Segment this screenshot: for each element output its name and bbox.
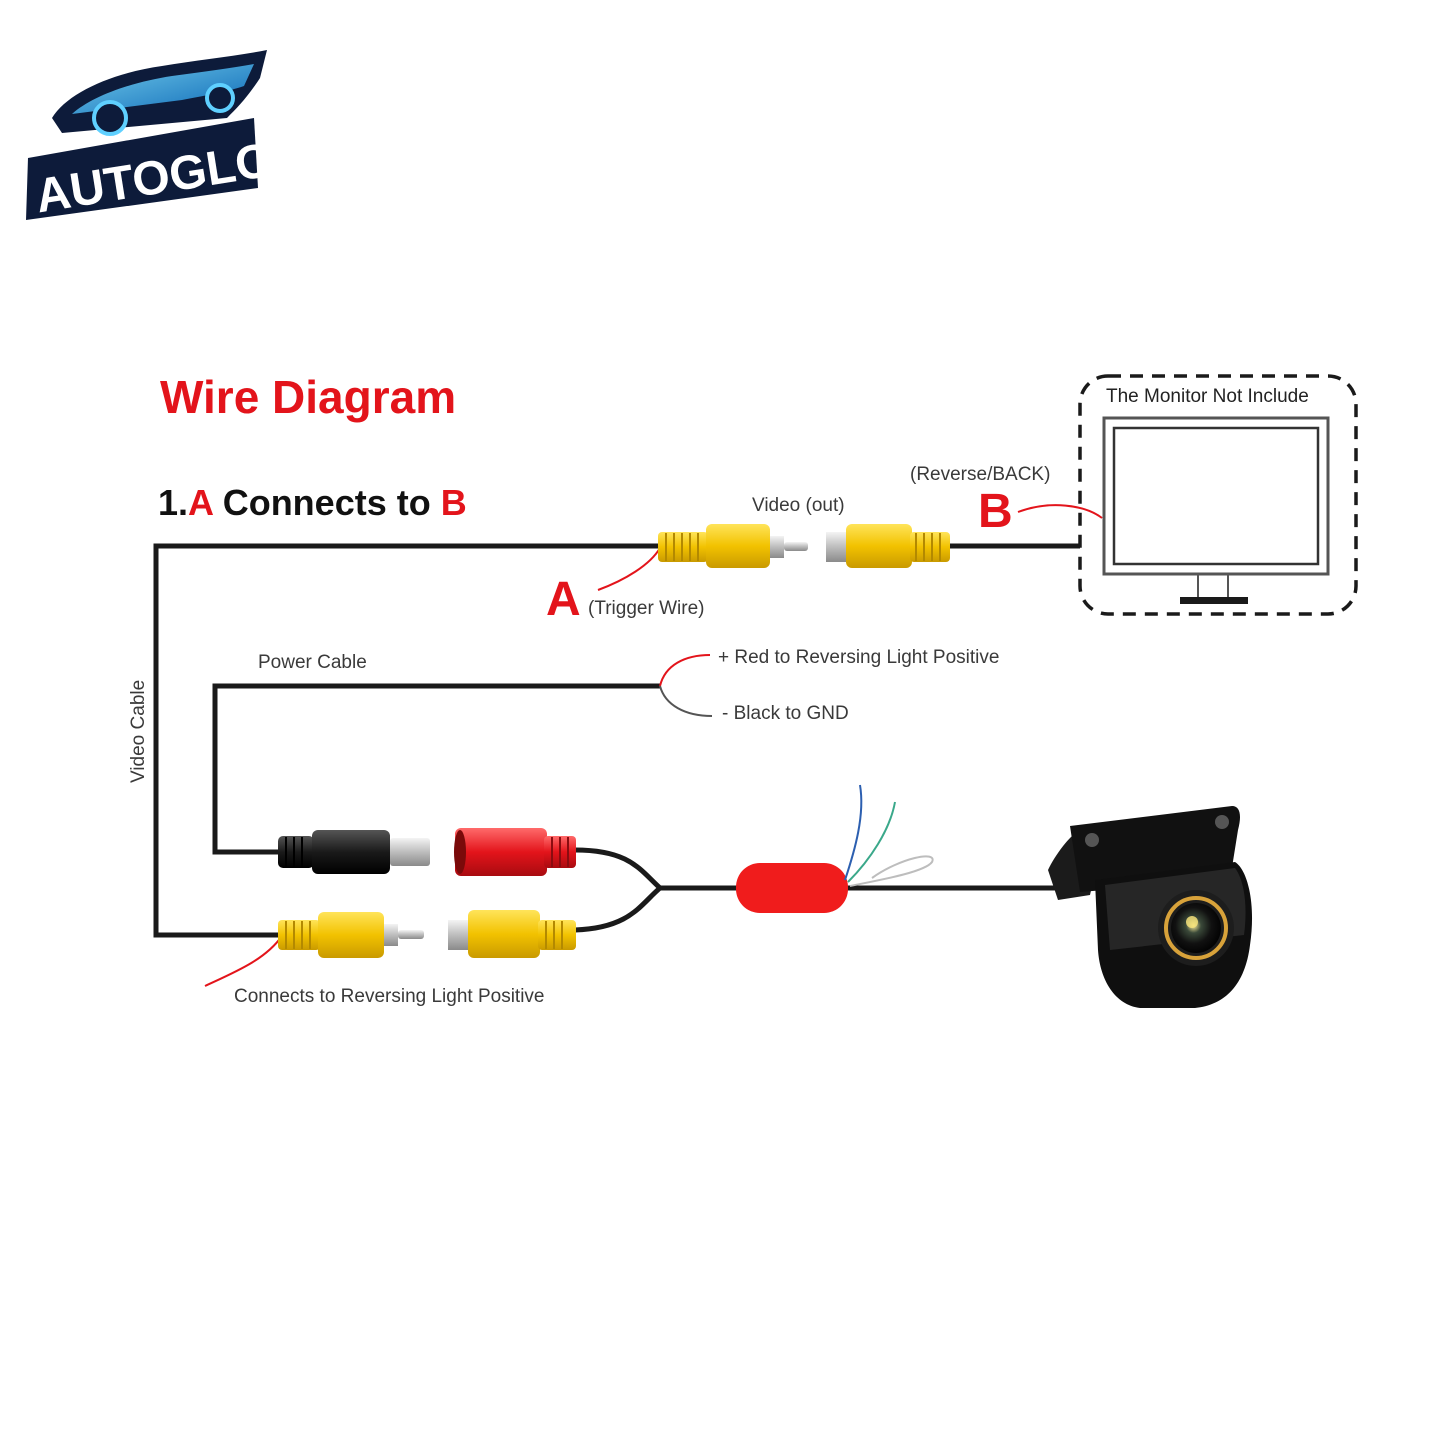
y-splitter-wire (574, 847, 664, 933)
dc-power-socket-icon (454, 828, 576, 876)
monitor-dashed-border (1078, 374, 1358, 616)
black-wire-label: - Black to GND (722, 703, 849, 724)
step-point-b: B (440, 482, 467, 523)
rca-male-top-icon (658, 524, 808, 568)
black-wires (153, 543, 1080, 938)
step-point-a: A (188, 482, 213, 523)
reverse-label: (Reverse/BACK) (910, 464, 1051, 485)
monitor-icon (1102, 416, 1330, 604)
power-cable-label: Power Cable (258, 652, 367, 673)
step-prefix: 1. (158, 482, 189, 523)
camera-lens-icon (1171, 903, 1221, 953)
power-cable-wire (212, 683, 660, 855)
b-leader-line (1017, 504, 1103, 519)
reversing-camera-icon (1048, 806, 1253, 1008)
red-wire-label: + Red to Reversing Light Positive (718, 647, 1000, 668)
video-cable-wire (153, 543, 660, 938)
video-cable-label: Video Cable (128, 679, 149, 783)
trigger-label: (Trigger Wire) (588, 598, 705, 619)
monitor-note: The Monitor Not Include (1106, 386, 1309, 407)
video-out-label: Video (out) (752, 495, 845, 516)
red-wire-lead (659, 654, 711, 687)
rca-female-top-icon (826, 524, 950, 568)
rca-male-bottom-icon (278, 912, 424, 958)
step-heading: 1.A Connects to B (158, 482, 467, 524)
bottom-leader-line (204, 935, 283, 987)
black-wire-lead (659, 685, 713, 717)
point-a-label: A (546, 573, 581, 626)
bottom-connect-label: Connects to Reversing Light Positive (234, 986, 545, 1007)
dc-power-plug-icon (278, 830, 430, 874)
point-b-label: B (978, 485, 1013, 538)
step-middle: Connects to (212, 482, 441, 523)
diagram-title: Wire Diagram (160, 371, 457, 423)
autoglo-logo: AUTOGLO AUSTRALIA (26, 50, 272, 223)
loose-wires-icon (844, 784, 934, 887)
a-leader-line (597, 547, 661, 591)
rca-female-bottom-icon (448, 910, 576, 958)
inline-module-icon (736, 863, 848, 913)
